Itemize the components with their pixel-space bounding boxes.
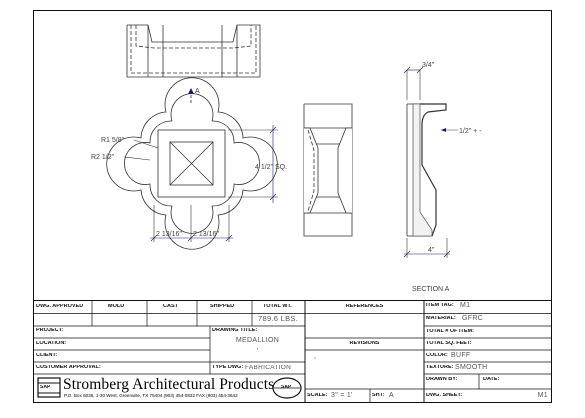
radius-inner-label: R2 1/2" [91, 154, 115, 161]
material-label: MATERIAL: [426, 316, 456, 321]
flange-dimension [403, 66, 424, 100]
client-label: CLIENT: [36, 353, 58, 358]
section-marker: A [195, 88, 200, 95]
company-address: P.O. Box 6036, 1-30 West, Greenville, TX… [64, 394, 238, 398]
width-right-label: 2 13/16" [193, 231, 219, 238]
sheet-value: A [389, 392, 394, 399]
customer-approval-label: CUSTOMER APPROVAL: [36, 365, 101, 370]
company-name: Stromberg Architectural Products [63, 377, 275, 393]
dwg-approved-label: DWG. APPROVED [36, 304, 84, 309]
radius-leader-outer [133, 139, 159, 149]
logo-text-right: SAP [281, 385, 292, 390]
title-block-grid [33, 300, 552, 403]
drawing-title-value: MEDALLION [235, 337, 280, 344]
color-value: BUFF [451, 352, 471, 359]
material-value: GFRC [462, 315, 484, 322]
square-size-label: 4 1/2" SQ. [255, 164, 287, 171]
width-dimension [150, 205, 233, 242]
mold-label: MOLD [108, 304, 125, 309]
plan-view [106, 77, 278, 250]
section-title: SECTION A [412, 286, 450, 293]
total-weight-label: TOTAL WT. [263, 304, 292, 309]
references-header: REFERENCES [345, 304, 384, 309]
square-dimension [228, 125, 278, 203]
dwg-sheet-label: DWG. SHEET: [426, 393, 463, 398]
scale-label: SCALE: [307, 393, 328, 398]
top-view [126, 24, 261, 78]
total-sq-feet-label: TOTAL SQ. FEET: [426, 341, 472, 346]
drawn-by-label: DRAWN BY: [426, 377, 458, 382]
total-weight-value: 789.6 LBS. [258, 315, 299, 323]
total-items-label: TOTAL # OF ITEM: [426, 329, 474, 334]
company-logo-right [272, 377, 302, 399]
drawing-title-value-2: ' [256, 348, 259, 355]
texture-label: TEXTURE: [426, 365, 454, 370]
radius-leader-inner [123, 156, 151, 161]
cast-label: CAST [163, 304, 178, 309]
logo-text-left: SAP [40, 385, 51, 390]
drawing-title-label: DRAWING TITLE: [212, 328, 258, 333]
width-left-label: 2 13/16" [156, 231, 182, 238]
thickness-label: 1/2" + - [459, 128, 482, 135]
revisions-header: REVISIONS [349, 341, 380, 346]
type-dwg-value: FABRICATION [245, 365, 292, 371]
depth-label: 4" [428, 247, 435, 254]
type-dwg-label: TYPE DWG: [212, 365, 244, 370]
project-label: PROJECT: [36, 328, 64, 333]
sheet-border [33, 10, 552, 403]
texture-value: SMOOTH [455, 364, 488, 371]
item-tag-value: M1 [460, 302, 471, 309]
shipped-label: SHIPPED [210, 304, 235, 309]
sheet-label: SHT: [372, 393, 385, 398]
color-label: COLOR: [426, 353, 448, 358]
section-cut-arrow [188, 88, 194, 94]
revision-entry: , [314, 353, 317, 360]
depth-dimension [403, 238, 451, 258]
location-label: LOCATION: [36, 341, 67, 346]
section-leader-arrow [441, 128, 446, 132]
dwg-sheet-value: M1 [537, 392, 548, 399]
date-label: DATE: [483, 377, 500, 382]
company-logo-left [37, 377, 61, 398]
section-a-view [406, 103, 458, 237]
scale-value: 3" = 1' [331, 392, 353, 399]
radius-outer-label: R1 5/8" [101, 137, 125, 144]
item-tag-label: ITEM TAG: [426, 303, 454, 308]
flange-size-label: 3/4" [422, 62, 435, 69]
side-view [303, 103, 353, 237]
